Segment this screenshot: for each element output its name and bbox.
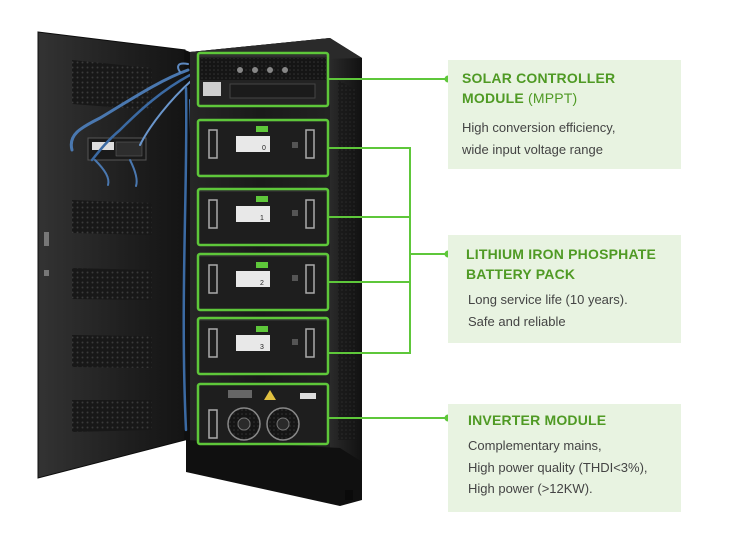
callout-description: Long service life (10 years). Safe and r… [468, 289, 628, 332]
battery-number: 1 [260, 215, 264, 222]
callout-solar-controller: SOLAR CONTROLLER MODULE (MPPT) High conv… [448, 60, 681, 169]
desc-line: High power (>12KW). [468, 481, 593, 496]
battery-number: 0 [262, 145, 266, 152]
callout-title: SOLAR CONTROLLER MODULE (MPPT) [462, 68, 615, 108]
desc-line: High conversion efficiency, [462, 120, 616, 135]
title-line-1: SOLAR CONTROLLER [462, 70, 616, 86]
desc-line: High power quality (THDI<3%), [468, 459, 648, 475]
battery-pack: 0 [197, 120, 329, 176]
battery-pack: 1 [197, 190, 329, 246]
callout-description: Complementary mains, High power quality … [468, 435, 648, 500]
callout-title: LITHIUM IRON PHOSPHATE BATTERY PACK [466, 244, 656, 284]
battery-pack: 2 [197, 255, 329, 311]
callout-battery-pack: LITHIUM IRON PHOSPHATE BATTERY PACK Long… [448, 235, 681, 343]
desc-line: Complementary mains, [468, 438, 602, 453]
callout-description: High conversion efficiency, wide input v… [462, 117, 615, 160]
title-line-2: MODULE [462, 90, 524, 106]
title-line-1: INVERTER MODULE [468, 412, 607, 428]
title-line-2: BATTERY PACK [466, 266, 576, 282]
battery-number: 2 [260, 280, 264, 287]
desc-line: Long service life (10 years). [468, 292, 628, 307]
callout-title: INVERTER MODULE [468, 410, 606, 430]
callout-inverter-module: INVERTER MODULE Complementary mains, Hig… [448, 404, 681, 512]
cabinet-door [37, 31, 190, 479]
inverter-module [197, 383, 329, 445]
battery-number: 3 [260, 344, 264, 351]
desc-line: Safe and reliable [468, 313, 566, 329]
solar-controller-module [197, 55, 329, 107]
connector-lines [328, 78, 448, 419]
title-line-1: LITHIUM IRON PHOSPHATE [466, 246, 657, 262]
desc-line: wide input voltage range [462, 141, 603, 157]
title-paren: (MPPT) [527, 90, 578, 106]
battery-pack: 3 [197, 319, 329, 375]
